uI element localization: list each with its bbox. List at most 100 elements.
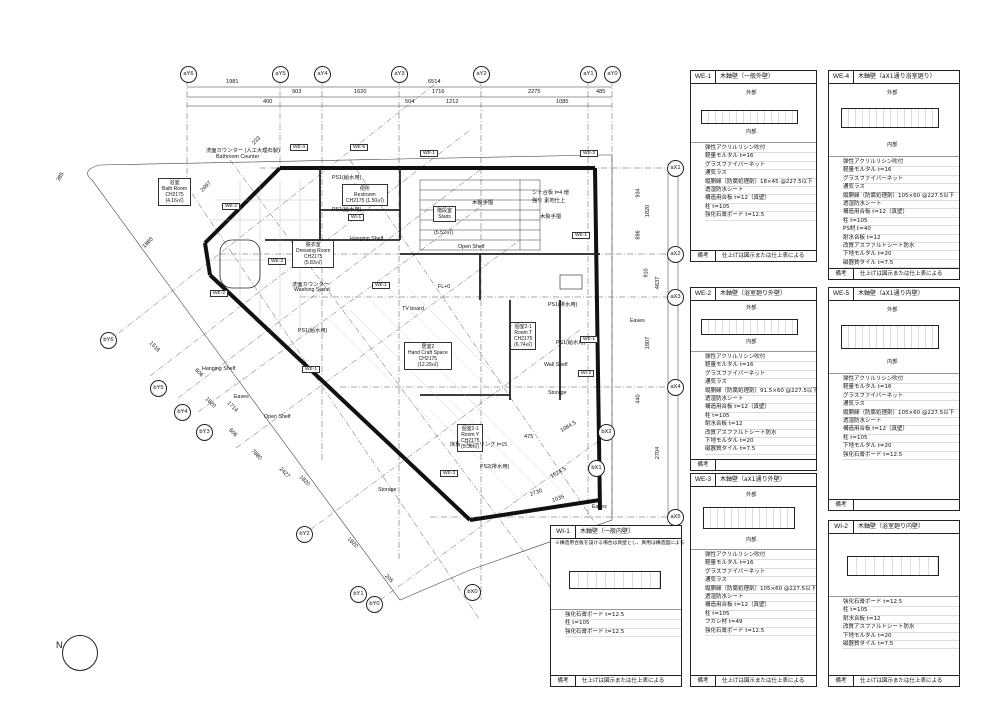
room-bath: 浴室 Bath Room CH2175 (4.16㎡) [158,178,192,206]
layer: 縦胴縁（防腐処理剤）18×45 @227.5以下 [705,179,816,187]
panel-footer: 備考仕上げは図示または仕上表による [829,268,959,279]
grid-bubble-bY6: bY6 [100,332,117,349]
layer: 柱 t=105 [843,218,959,227]
footer-note: 仕上げは図示または仕上表による [860,677,943,684]
label-stairs-note: シナ合板 t=4 増強り 素地仕上 [532,190,569,204]
footer-label: 備考 [551,676,576,686]
layer: 弾性アクリルリシン吹付 [843,376,959,385]
layer: 弾性アクリルリシン吹付 [843,159,959,168]
dim-top1-a: 1981 [226,79,239,85]
room-t-ch: CH2175 [514,336,533,342]
label-ps-4: PS1(給水用) [556,340,586,346]
wall-tag-we5: WE-5 [350,144,368,151]
label-open-shelf-2: Open Shelf [264,414,291,420]
layer: 耐水合板 t=12 [843,616,959,625]
grid-bubble-aX3: aX3 [667,289,684,306]
room-restroom-en: Restroom [354,192,376,198]
label-storage-2: Storage [378,487,397,493]
room-restroom-area: CH2175 (1.50㎡) [346,198,384,204]
layer: 強化石膏ボード t=12.5 [705,212,816,221]
layer: 透湿防水シート [705,396,816,405]
dim-top2-e: 485 [596,89,606,95]
label-bathroom-counter-jp: 洗面カウンター (人工大理石製) [206,148,280,154]
dim-top2-b: 1620 [354,89,367,95]
label-washing-en: Washing Stand [294,287,330,293]
panel-code: WI-1 [551,526,576,538]
label-tv-board: TV board [402,306,424,312]
room-t-jp: 個室2-1 [514,324,532,330]
wall-tag-we2-c: WE-2 [268,258,286,265]
label-inside: 内部 [887,359,898,365]
grid-bubble-aY2: aY2 [473,66,490,83]
room-bath-jp: 浴室 [169,180,180,186]
label-eaves-2: Eaves [630,318,645,324]
room-t: 個室2-1 Room T CH2175 (6.74㎡) [510,322,537,350]
room-dressing-ch: CH2175 [304,254,323,260]
label-outside: 外部 [887,90,898,96]
wall-section-sketch: 外部 内部 [691,487,816,550]
dim-right-h: 2704 [655,446,662,460]
layer: 改質アスファルトシート防水 [843,624,959,633]
layer: 耐水合板 t=12 [705,421,816,430]
layer: 耐水合板 t=12 [843,235,959,243]
room-craft-ch: CH2175 [418,356,438,362]
room-stairs-area: (5.52㎡) [434,230,454,236]
dim-top2-c: 1716 [432,89,445,95]
layer: 柱 t=105 [705,413,816,422]
label-outside: 外部 [746,305,757,311]
layer: 柱 t=105 [705,611,816,620]
layer: フカシ材 t=49 [705,619,816,628]
layer: 柱 t=105 [565,620,681,629]
panel-title: 木軸壁（浴室廻り内壁） [858,523,925,531]
wall-tag-we1-b: WE-1 [572,232,590,239]
room-restroom-jp: 便所 [359,186,370,192]
footer-label: 備考 [829,500,854,510]
label-washing-jp: 洗面カウンター [292,282,330,288]
layer: 縦胴縁（防腐処理剤）105×60 @227.5以下 [843,410,959,418]
layer: 通気ラス [705,170,816,179]
label-inside: 内部 [746,537,757,543]
room-dressing-en: Dressing Room [296,248,331,254]
layer: 磁器質タイル t=7.5 [705,446,816,455]
layer: 縦胴縁（防腐処理剤）105×60 @227.5以下 [843,193,959,201]
wall-tag-we3-b: WE-3 [440,470,458,477]
wall-tag-we1-d: WE-1 [302,366,320,373]
label-open-shelf-1: Open Shelf [458,244,485,250]
footer-label: 備考 [829,269,854,279]
label-outside: 外部 [887,307,898,313]
room-bath-en: Bath Room [162,186,188,192]
dim-top3-d: 1085 [556,99,569,105]
layer: 通気ラス [705,577,816,586]
layer: 下地モルタル t=20 [705,438,816,447]
grid-bubble-aY5: aY5 [272,66,289,83]
wall-section-sketch: 外部 内部 [829,301,959,374]
layer: グラスファイバーネット [705,371,816,380]
panel-footer: 備考仕上げは図示または仕上表による [691,675,816,686]
layer: 透湿防水シート [843,201,959,210]
layer: 構造用合板 t=12（真壁） [705,195,816,204]
grid-bubble-bY1: bY1 [350,586,367,603]
room-y-en: Room Y [461,432,480,438]
footer-label: 備考 [691,676,716,686]
layer: 磁器質タイル t=7.5 [843,641,959,650]
layer: 強化石膏ボード t=12.5 [565,612,681,621]
grid-bubble-bY2: bY2 [296,526,313,543]
wall-section-sketch: 外部 内部 [829,84,959,157]
north-label: N [56,640,63,650]
panel-code: WE-5 [829,288,854,300]
grid-bubble-aX4: aX4 [667,379,684,396]
wall-tag-we2-b: WE-2 [210,290,228,297]
footer-label: 備考 [829,676,854,686]
wall-tag-we2-a: WE-2 [222,203,240,210]
label-ps-3: PS1(排水用) [548,302,578,308]
grid-bubble-aX2: aX2 [667,246,684,263]
wall-tag-wi1: WI-1 [348,214,365,221]
panel-footer: 備考仕上げは図示または仕上表による [829,675,959,686]
eaves-outline [87,154,613,601]
layer: 通気ラス [705,379,816,388]
layer: 軽量モルタル t=16 [705,153,816,162]
